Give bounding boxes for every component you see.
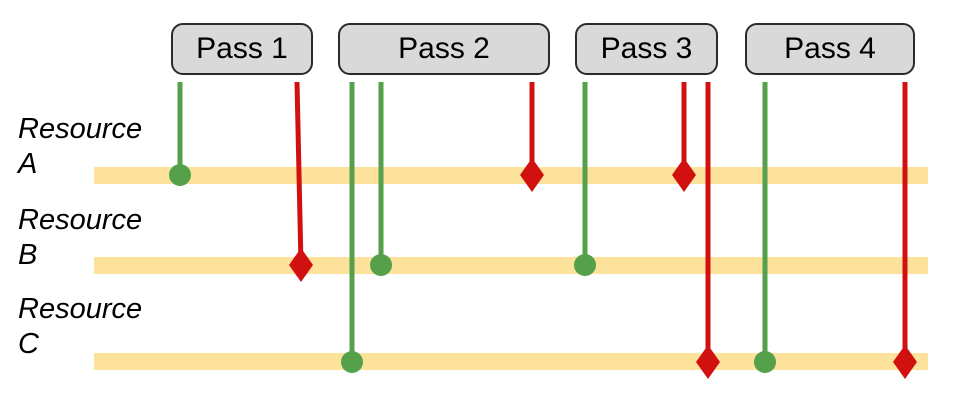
- pass-3-box[interactable]: Pass 3: [575, 23, 718, 75]
- event-9-circle-marker[interactable]: [754, 351, 776, 373]
- event-4-circle-marker[interactable]: [370, 254, 392, 276]
- event-5-diamond-marker[interactable]: [520, 158, 544, 192]
- pass-1-box[interactable]: Pass 1: [171, 23, 313, 75]
- event-10-diamond-marker[interactable]: [893, 345, 917, 379]
- event-7-diamond-marker[interactable]: [672, 158, 696, 192]
- resource-b-label: Resource B: [18, 204, 143, 272]
- pass-2-label: Pass 2: [398, 32, 490, 65]
- event-2-diamond-marker[interactable]: [289, 248, 313, 282]
- resource-a-band: [94, 167, 928, 184]
- pass-4-box[interactable]: Pass 4: [745, 23, 915, 75]
- resource-b-band: [94, 257, 928, 274]
- pass-4-label: Pass 4: [784, 32, 876, 65]
- pass-3-label: Pass 3: [600, 32, 693, 65]
- event-8-diamond-marker[interactable]: [696, 345, 720, 379]
- event-2-line[interactable]: [294, 81, 304, 266]
- resource-c-label: Resource C: [18, 293, 143, 361]
- resource-c-band: [94, 353, 928, 370]
- event-6-circle-marker[interactable]: [574, 254, 596, 276]
- pass-1-label: Pass 1: [196, 32, 288, 65]
- event-3-circle-marker[interactable]: [341, 351, 363, 373]
- event-1-circle-marker[interactable]: [169, 164, 191, 186]
- resource-a-label: Resource A: [18, 113, 143, 181]
- pass-2-box[interactable]: Pass 2: [338, 23, 550, 75]
